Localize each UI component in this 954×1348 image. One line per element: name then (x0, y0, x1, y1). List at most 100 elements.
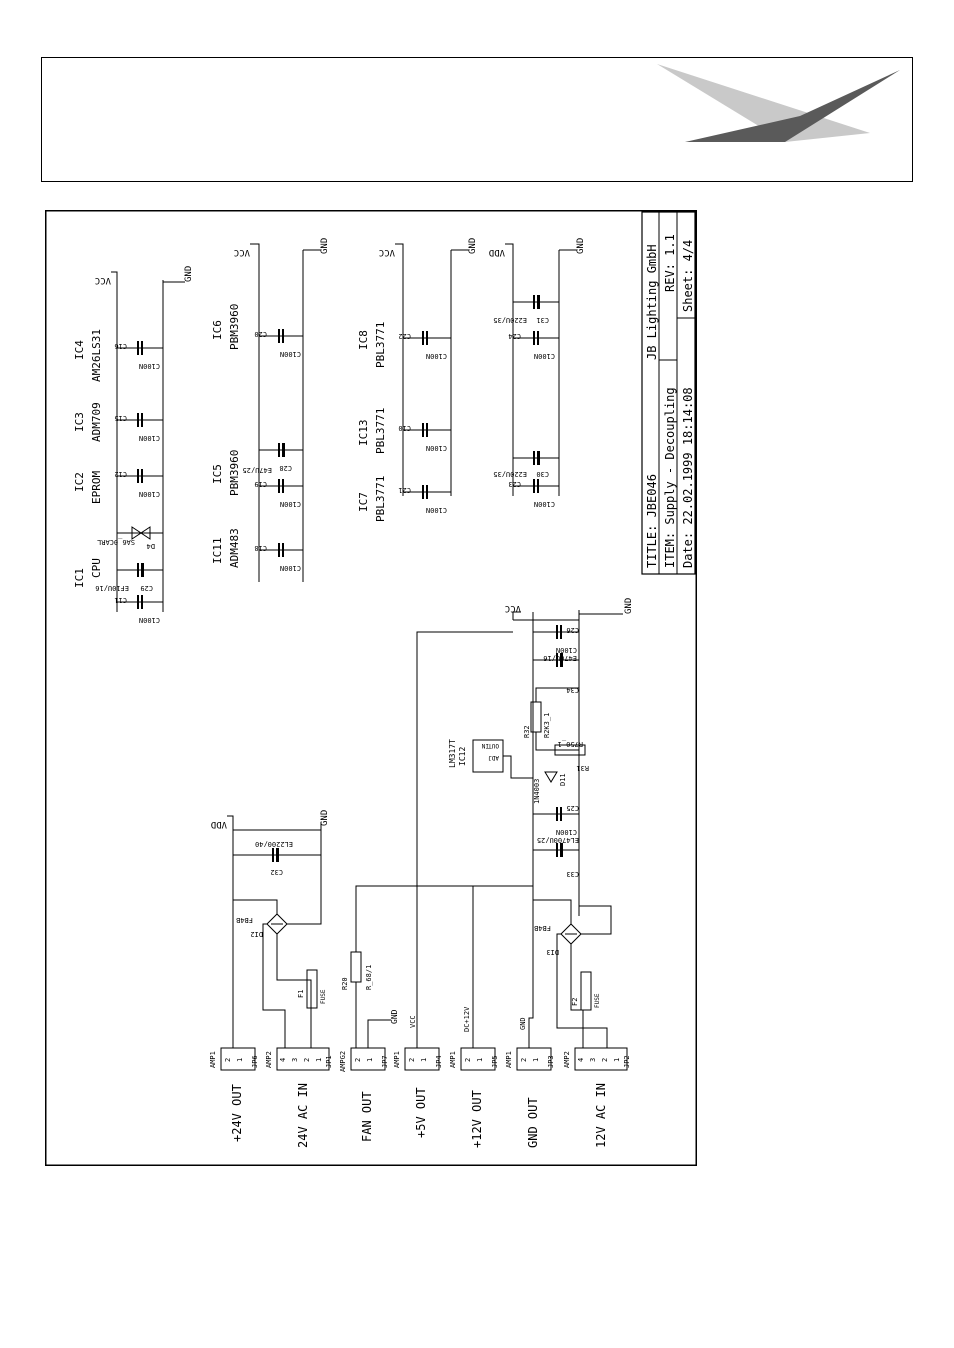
cap-c11: C100N C11 (114, 595, 163, 624)
svg-text:C100N: C100N (426, 506, 447, 514)
bridge-di3: DI3 FB4B (534, 923, 582, 956)
svg-text:2: 2 (601, 1058, 609, 1062)
ic11-ref: IC11 (211, 538, 224, 565)
svg-text:GND: GND (576, 238, 586, 254)
svg-text:D11: D11 (559, 773, 567, 786)
regulator-ic12: OUT IN ADJ LM317T IC12 (448, 739, 504, 773)
ic2-name: EPROM (90, 471, 103, 504)
cap-c21: C100N C21 (398, 485, 451, 514)
revision-label: REV: 1.1 (663, 234, 677, 292)
item-label: ITEM: Supply - Decoupling (663, 387, 677, 568)
svg-text:C100N: C100N (426, 352, 447, 360)
svg-text:JP6: JP6 (251, 1055, 259, 1068)
connector-jp2-label: 12V AC IN (594, 1083, 608, 1148)
logo-dark-wing (685, 70, 900, 142)
ic2-ref: IC2 (73, 472, 86, 492)
svg-text:C23: C23 (508, 480, 521, 488)
svg-text:E47U/25: E47U/25 (242, 466, 272, 474)
ic4-name: AM26LS31 (90, 329, 103, 382)
connector-jp5-label: +12V OUT (470, 1090, 484, 1148)
resistor-r32: R32 R2K3_1 (523, 701, 551, 738)
ic4-ref: IC4 (73, 340, 86, 360)
svg-text:DI3: DI3 (546, 948, 559, 956)
svg-text:GND: GND (320, 810, 330, 826)
svg-text:C31: C31 (536, 316, 549, 324)
svg-text:2: 2 (464, 1058, 472, 1062)
svg-text:C18: C18 (254, 544, 267, 552)
svg-text:JP7: JP7 (381, 1055, 389, 1068)
svg-text:C100N: C100N (280, 350, 301, 358)
ic6-ref: IC6 (211, 320, 224, 340)
svg-text:C30: C30 (536, 470, 549, 478)
connector-jp6-label: +24V OUT (230, 1084, 244, 1142)
svg-text:JP3: JP3 (547, 1055, 555, 1068)
date-label: Date: 22.02.1999 18:14:08 (681, 387, 695, 568)
svg-text:E470U/16: E470U/16 (543, 654, 577, 662)
svg-text:2: 2 (408, 1058, 416, 1062)
ic5-ref: IC5 (211, 464, 224, 484)
svg-text:AMP1: AMP1 (505, 1051, 513, 1068)
svg-text:JP2: JP2 (623, 1055, 631, 1068)
cap-c22: C100N C22 (398, 331, 451, 360)
cap-c24: C100N C24 (508, 331, 559, 360)
cap-c28: E47U/25 C28 (242, 443, 303, 474)
ic13-ref: IC13 (357, 420, 370, 447)
connector-jp1-label: 24V AC IN (296, 1083, 310, 1148)
ic1-name: CPU (90, 558, 103, 578)
ic1-ref: IC1 (73, 568, 86, 588)
svg-text:FUSE: FUSE (320, 989, 327, 1004)
svg-text:C25: C25 (566, 804, 579, 812)
svg-text:1: 1 (613, 1058, 621, 1062)
ic8-name: PBL3771 (374, 322, 387, 368)
svg-text:C100N: C100N (139, 616, 160, 624)
svg-text:C26: C26 (566, 626, 579, 634)
svg-text:1N4003: 1N4003 (533, 779, 541, 804)
svg-text:1: 1 (476, 1058, 484, 1062)
cap-c10: C100N C10 (398, 423, 451, 452)
svg-text:JP4: JP4 (435, 1055, 443, 1068)
svg-text:1: 1 (315, 1058, 323, 1062)
svg-text:2: 2 (303, 1058, 311, 1062)
cap-c20: C100N C20 (254, 329, 303, 358)
svg-text:R32: R32 (523, 725, 531, 738)
svg-text:C100N: C100N (139, 434, 160, 442)
svg-text:JP5: JP5 (491, 1055, 499, 1068)
svg-text:C12: C12 (114, 470, 127, 478)
ic7-ref: IC7 (357, 492, 370, 512)
svg-text:C21: C21 (398, 486, 411, 494)
svg-text:F2: F2 (571, 998, 579, 1006)
svg-text:C32: C32 (270, 868, 283, 876)
svg-text:AMPG2: AMPG2 (339, 1051, 347, 1072)
cap-c18: C100N C18 (254, 543, 303, 572)
cap-c25: C100N C25 (533, 804, 579, 836)
svg-text:ADJ: ADJ (488, 754, 499, 761)
svg-text:R2K3_1: R2K3_1 (543, 713, 551, 738)
svg-text:JP1: JP1 (325, 1055, 333, 1068)
ic13-name: PBL3771 (374, 408, 387, 454)
cap-c12: C100N C12 (114, 469, 163, 498)
svg-text:C100N: C100N (139, 362, 160, 370)
title-block: TITLE: JBE046 JB Lighting GmbH ITEM: Sup… (641, 211, 696, 575)
svg-text:FB4B: FB4B (236, 916, 253, 924)
svg-text:AMP1: AMP1 (393, 1051, 401, 1068)
svg-text:C11: C11 (114, 596, 127, 604)
svg-text:C24: C24 (508, 332, 521, 340)
sheet-border (45, 210, 697, 1166)
company-logo (657, 64, 900, 142)
svg-text:R20: R20 (341, 977, 349, 990)
svg-text:LM317T: LM317T (448, 739, 457, 768)
svg-text:SA6_0CARL: SA6_0CARL (97, 538, 135, 546)
svg-text:C15: C15 (114, 414, 127, 422)
svg-text:DC+12V: DC+12V (463, 1006, 471, 1032)
svg-text:GND: GND (624, 598, 634, 614)
decoupling-section: VCC GND C100N C11 EF10U/16 C29 SA6_0CARL… (73, 238, 586, 624)
svg-text:3: 3 (291, 1058, 299, 1062)
svg-text:EL4700U/25: EL4700U/25 (537, 836, 579, 844)
svg-text:E220U/35: E220U/35 (493, 316, 527, 324)
svg-text:C100N: C100N (280, 564, 301, 572)
schematic-sheet: TITLE: JBE046 JB Lighting GmbH ITEM: Sup… (45, 210, 697, 1166)
ic5-name: PBM3960 (228, 450, 241, 496)
